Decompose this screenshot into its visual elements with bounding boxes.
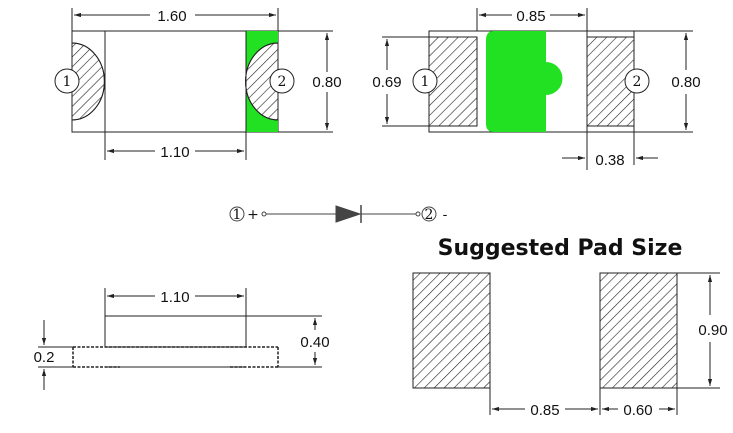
dim-bottom-pad-length: 0.38 bbox=[595, 152, 624, 169]
bottom-pin-2-label: 2 bbox=[633, 74, 642, 90]
dim-bottom-pad-height: 0.69 bbox=[372, 74, 401, 91]
dim-side-base-height: 0.2 bbox=[34, 349, 55, 366]
pad-size-title: Suggested Pad Size bbox=[438, 236, 683, 261]
pin-2-label: 2 bbox=[278, 74, 287, 90]
diode-symbol-icon bbox=[335, 205, 362, 223]
pin-1-label: 1 bbox=[63, 74, 72, 90]
schematic-plus: + bbox=[247, 207, 259, 223]
dim-pad-width: 0.60 bbox=[623, 402, 652, 419]
dim-pad-gap: 0.85 bbox=[530, 402, 559, 419]
dim-top-body-length: 1.10 bbox=[160, 144, 189, 161]
top-view bbox=[54, 8, 333, 160]
diode-schematic bbox=[229, 205, 437, 223]
schematic-minus: - bbox=[443, 207, 448, 223]
dim-pad-height: 0.90 bbox=[698, 322, 727, 339]
schematic-pin-1: 1 bbox=[233, 207, 242, 223]
bottom-pin-1-label: 1 bbox=[421, 74, 430, 90]
schematic-pin-2: 2 bbox=[425, 207, 434, 223]
dim-side-height: 0.40 bbox=[300, 334, 329, 351]
dim-side-body-length: 1.10 bbox=[160, 289, 189, 306]
dim-bottom-width: 0.80 bbox=[671, 74, 700, 91]
dim-top-width: 0.80 bbox=[312, 74, 341, 91]
suggested-pad-2 bbox=[599, 272, 678, 389]
side-view bbox=[38, 288, 322, 390]
side-view-body bbox=[104, 315, 247, 348]
dim-bottom-gap: 0.85 bbox=[516, 8, 545, 25]
bottom-view bbox=[382, 8, 693, 170]
suggested-pad-1 bbox=[412, 272, 491, 389]
dim-top-length: 1.60 bbox=[157, 8, 186, 25]
green-polarity-mark bbox=[486, 31, 563, 132]
pad-layout bbox=[412, 272, 720, 415]
